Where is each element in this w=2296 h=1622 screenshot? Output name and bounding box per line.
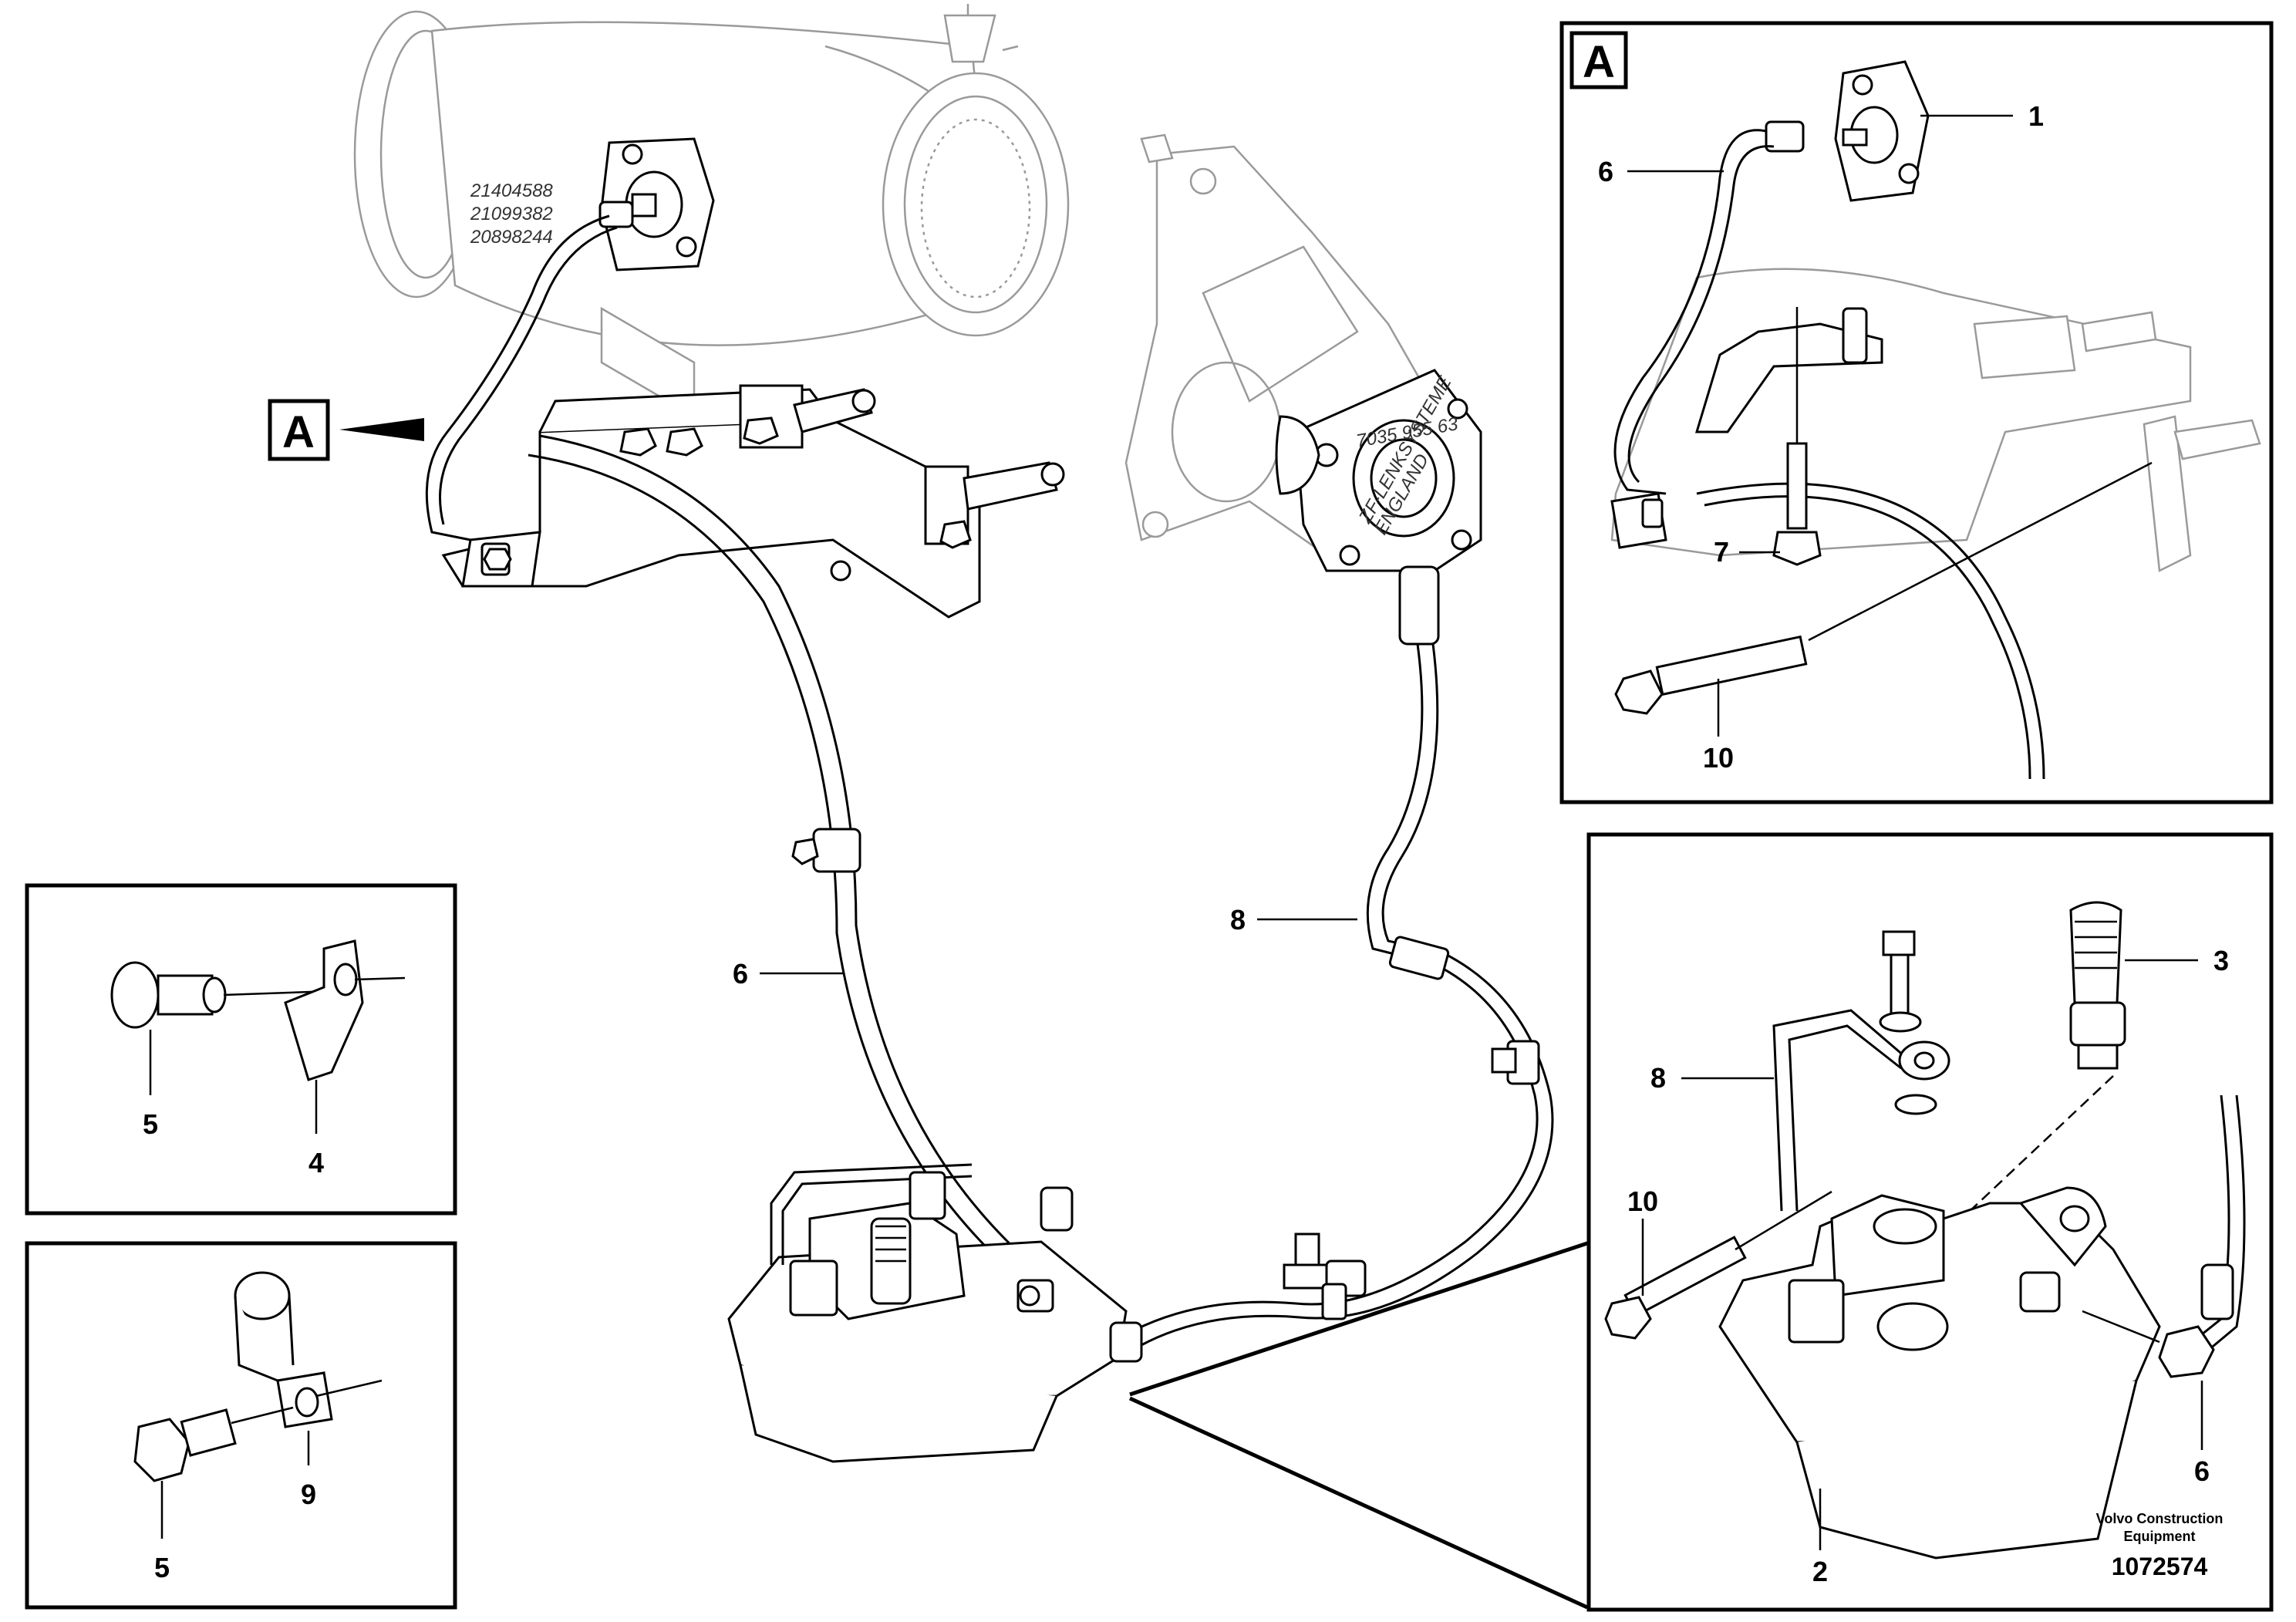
- document-number: 1072574: [2112, 1553, 2208, 1580]
- label-sensor-1: 1: [2028, 100, 2044, 132]
- label-hose-6-detail-a: 6: [1598, 156, 1613, 187]
- label-block-2: 2: [1812, 1556, 1828, 1587]
- main-callouts: 6 8: [733, 904, 1357, 990]
- stamp-line-3: 20898244: [470, 227, 553, 248]
- stamp-line-1: 21404588: [470, 180, 553, 201]
- label-clamp-9: 9: [301, 1479, 316, 1510]
- label-clip-4: 4: [308, 1147, 324, 1179]
- view-a-box: [268, 399, 330, 461]
- credit-line-2: Equipment: [2124, 1529, 2196, 1544]
- engine-housing: [353, 4, 1070, 419]
- pipe-8-main: [1133, 565, 1554, 1347]
- label-pipe-8-main: 8: [1230, 904, 1246, 936]
- label-screw-5-clamp: 5: [154, 1552, 170, 1583]
- label-pipe-8-detail: 8: [1650, 1062, 1666, 1094]
- valve-block-main: [727, 1163, 1143, 1463]
- stamp-line-2: 21099382: [470, 204, 553, 224]
- mounting-bracket-main: [441, 384, 1065, 619]
- label-sensor-3: 3: [2213, 945, 2229, 976]
- steering-pump: 7035 955 63 ZF-LENKSYSTEME ENGLAND: [1124, 133, 1482, 572]
- inset-clamp-panel: 5 9: [25, 1241, 457, 1610]
- label-bolt-10-detail-a: 10: [1703, 742, 1734, 774]
- detail-a-panel: A 1 6 7 10: [1559, 21, 2274, 804]
- credit-line-1: Volvo Construction: [2096, 1511, 2224, 1526]
- detail-valve-panel: 3 8 10 6 2 Volvo Construction Equipment …: [1128, 832, 2274, 1612]
- casting-stamp: 21404588 21099382 20898244: [470, 180, 553, 248]
- pressure-sensor-main: [598, 137, 715, 271]
- view-a-marker: A: [268, 399, 424, 461]
- label-screw-5-clip: 5: [143, 1108, 158, 1140]
- label-hose-6-detail: 6: [2194, 1455, 2210, 1487]
- detail-a-letter: A: [1583, 37, 1615, 87]
- label-bolt-10-detail: 10: [1627, 1185, 1658, 1217]
- label-screw-7: 7: [1714, 536, 1729, 568]
- label-hose-6-main: 6: [733, 958, 748, 990]
- inset-clip-panel: 5 4: [25, 883, 457, 1216]
- view-a-letter: A: [282, 407, 315, 457]
